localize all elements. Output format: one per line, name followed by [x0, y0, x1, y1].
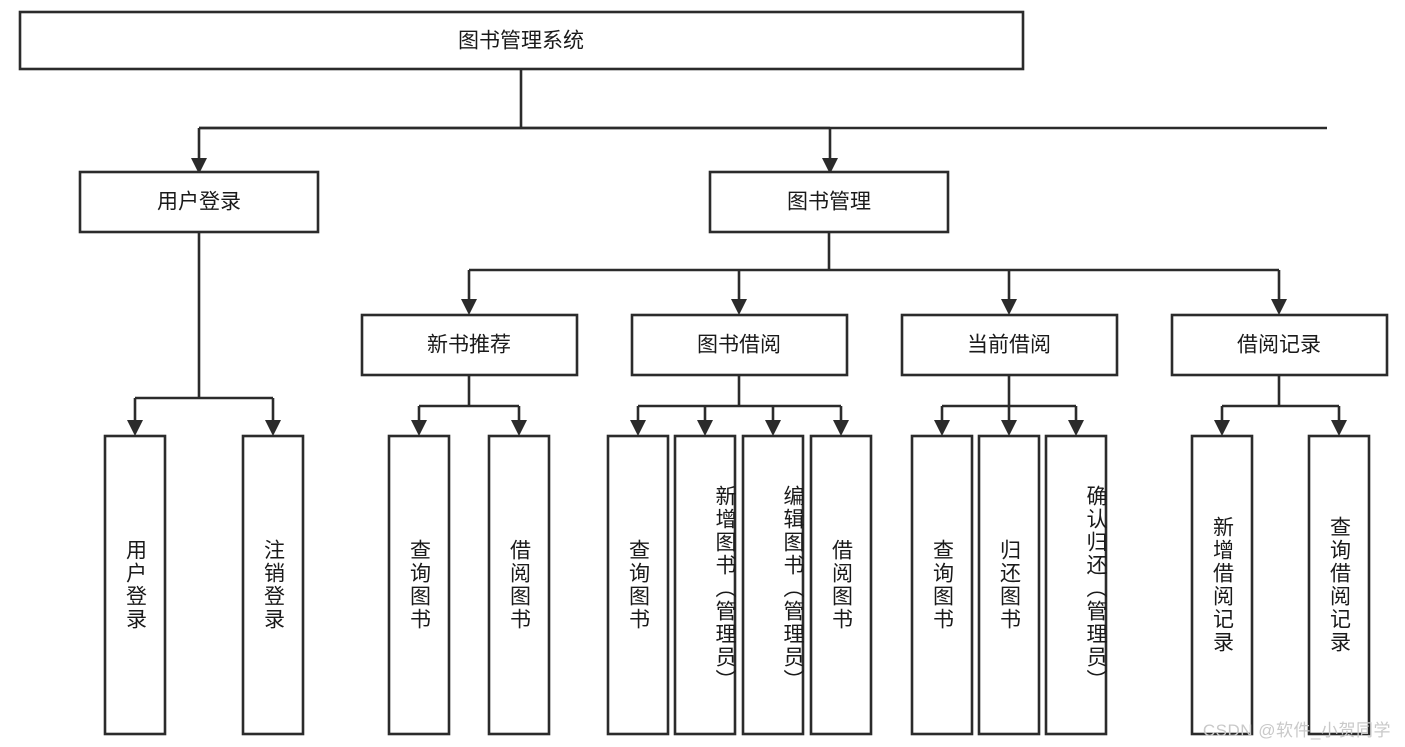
- node-user-login[interactable]: 用户登录: [78, 170, 320, 234]
- leaf-box-borrow-query-book[interactable]: [606, 434, 670, 736]
- connector-user-login-to-leaves: [127, 232, 281, 436]
- node-user-login-label: 用户登录: [157, 191, 241, 214]
- leaf-box-return-book[interactable]: [977, 434, 1041, 736]
- leaf-box-logout[interactable]: [241, 434, 305, 736]
- node-new-book-recommend-label: 新书推荐: [427, 334, 511, 357]
- node-current-borrow-label: 当前借阅: [967, 334, 1051, 357]
- node-book-borrow-label: 图书借阅: [697, 334, 781, 357]
- connector-book-borrow-to-leaves: [630, 375, 849, 436]
- leaf-box-edit-book-admin[interactable]: [741, 434, 805, 736]
- leaf-box-recommend-query-book[interactable]: [387, 434, 451, 736]
- leaf-box-borrow-book[interactable]: [809, 434, 873, 736]
- node-borrow-record-label: 借阅记录: [1237, 334, 1321, 357]
- leaf-box-query-borrow-record[interactable]: [1307, 434, 1371, 736]
- node-root-label: 图书管理系统: [458, 30, 584, 53]
- connector-current-borrow-to-leaves: [934, 375, 1084, 436]
- connector-borrow-record-to-leaves: [1214, 375, 1347, 436]
- leaf-box-recommend-borrow-book[interactable]: [487, 434, 551, 736]
- node-new-book-recommend[interactable]: 新书推荐: [360, 313, 579, 377]
- leaf-box-confirm-return-admin[interactable]: [1044, 434, 1108, 736]
- leaf-box-add-book-admin[interactable]: [673, 434, 737, 736]
- node-borrow-record[interactable]: 借阅记录: [1170, 313, 1389, 377]
- node-current-borrow[interactable]: 当前借阅: [900, 313, 1119, 377]
- leaf-box-current-query-book[interactable]: [910, 434, 974, 736]
- node-book-management-label: 图书管理: [787, 191, 871, 214]
- leaf-box-user-login[interactable]: [103, 434, 167, 736]
- node-book-management[interactable]: 图书管理: [708, 170, 950, 234]
- node-book-borrow[interactable]: 图书借阅: [630, 313, 849, 377]
- connector-new-book-recommend-to-leaves: [411, 375, 527, 436]
- connector-root-to-level2: [191, 69, 1327, 174]
- node-root[interactable]: 图书管理系统: [18, 10, 1025, 71]
- leaf-box-add-borrow-record[interactable]: [1190, 434, 1254, 736]
- connector-book-management-to-level3: [461, 232, 1287, 315]
